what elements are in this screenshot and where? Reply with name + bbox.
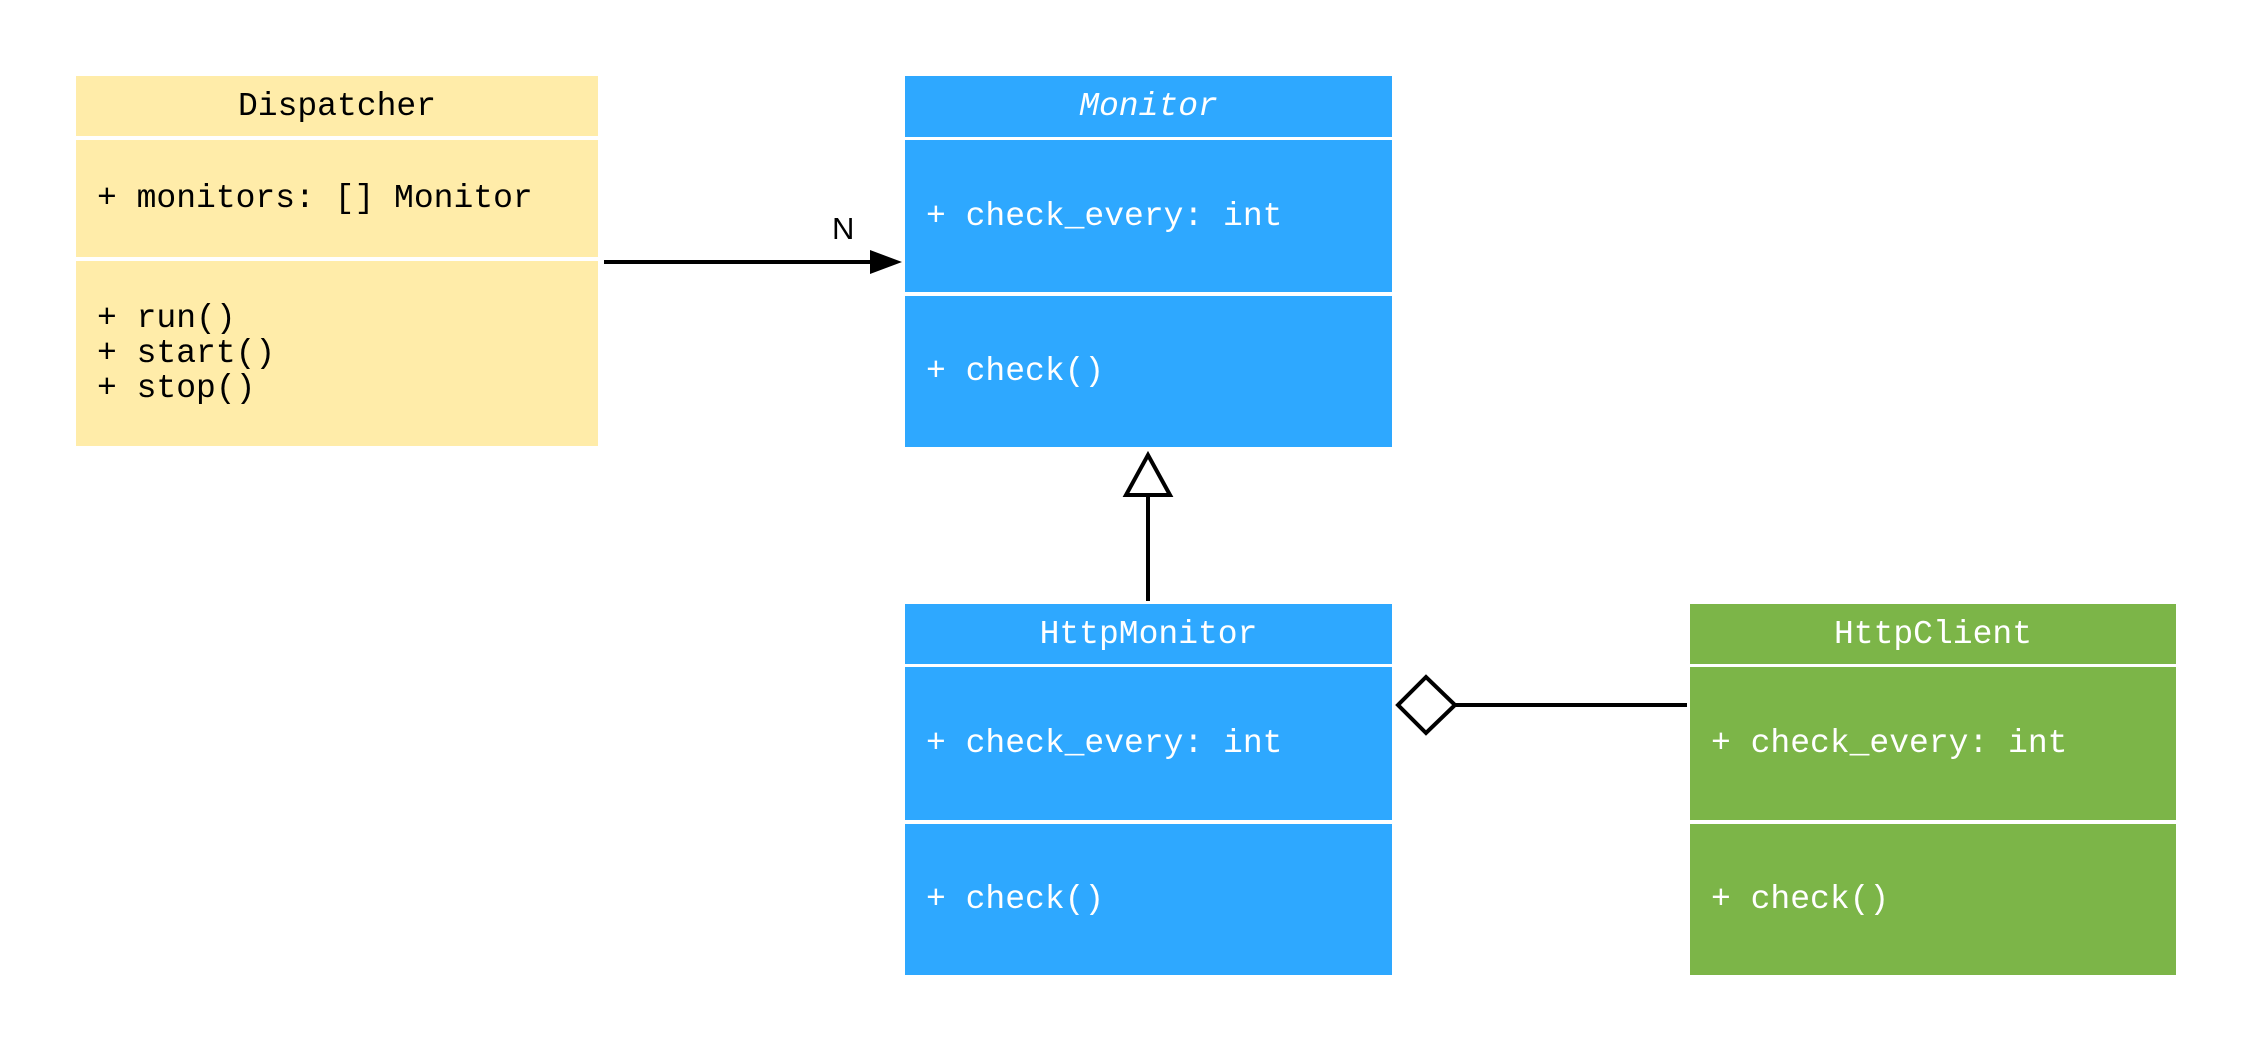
attribute: + check_every: int [1711, 725, 2068, 762]
methods-section: + check() [905, 296, 1392, 447]
methods-section: + run() + start() + stop() [76, 261, 598, 446]
attribute: + check_every: int [926, 725, 1283, 762]
method: + stop() [97, 370, 256, 407]
attribute: + check_every: int [926, 197, 1283, 235]
attribute: + monitors: [] Monitor [97, 180, 533, 217]
attributes-section: + monitors: [] Monitor [76, 140, 598, 257]
methods-section: + check() [1690, 824, 2176, 975]
class-name: HttpMonitor [905, 604, 1392, 664]
class-name: Dispatcher [76, 76, 598, 136]
class-name: Monitor [905, 76, 1392, 137]
class-monitor[interactable]: Monitor + check_every: int + check() [905, 76, 1392, 447]
method: + start() [97, 335, 276, 372]
attributes-section: + check_every: int [1690, 667, 2176, 820]
class-name: HttpClient [1690, 604, 2176, 664]
inheritance-arrow [1122, 450, 1174, 601]
methods-section: + check() [905, 824, 1392, 975]
method: + check() [1711, 881, 1890, 918]
method: + run() [97, 300, 236, 337]
attributes-section: + check_every: int [905, 140, 1392, 292]
class-http-client[interactable]: HttpClient + check_every: int + check() [1690, 604, 2176, 975]
method: + check() [926, 353, 1105, 390]
class-dispatcher[interactable]: Dispatcher + monitors: [] Monitor + run(… [76, 76, 598, 446]
attributes-section: + check_every: int [905, 667, 1392, 820]
multiplicity-label: N [832, 211, 855, 246]
class-http-monitor[interactable]: HttpMonitor + check_every: int + check() [905, 604, 1392, 975]
method: + check() [926, 881, 1105, 918]
association-arrow [604, 250, 902, 274]
aggregation-line [1395, 674, 1687, 736]
